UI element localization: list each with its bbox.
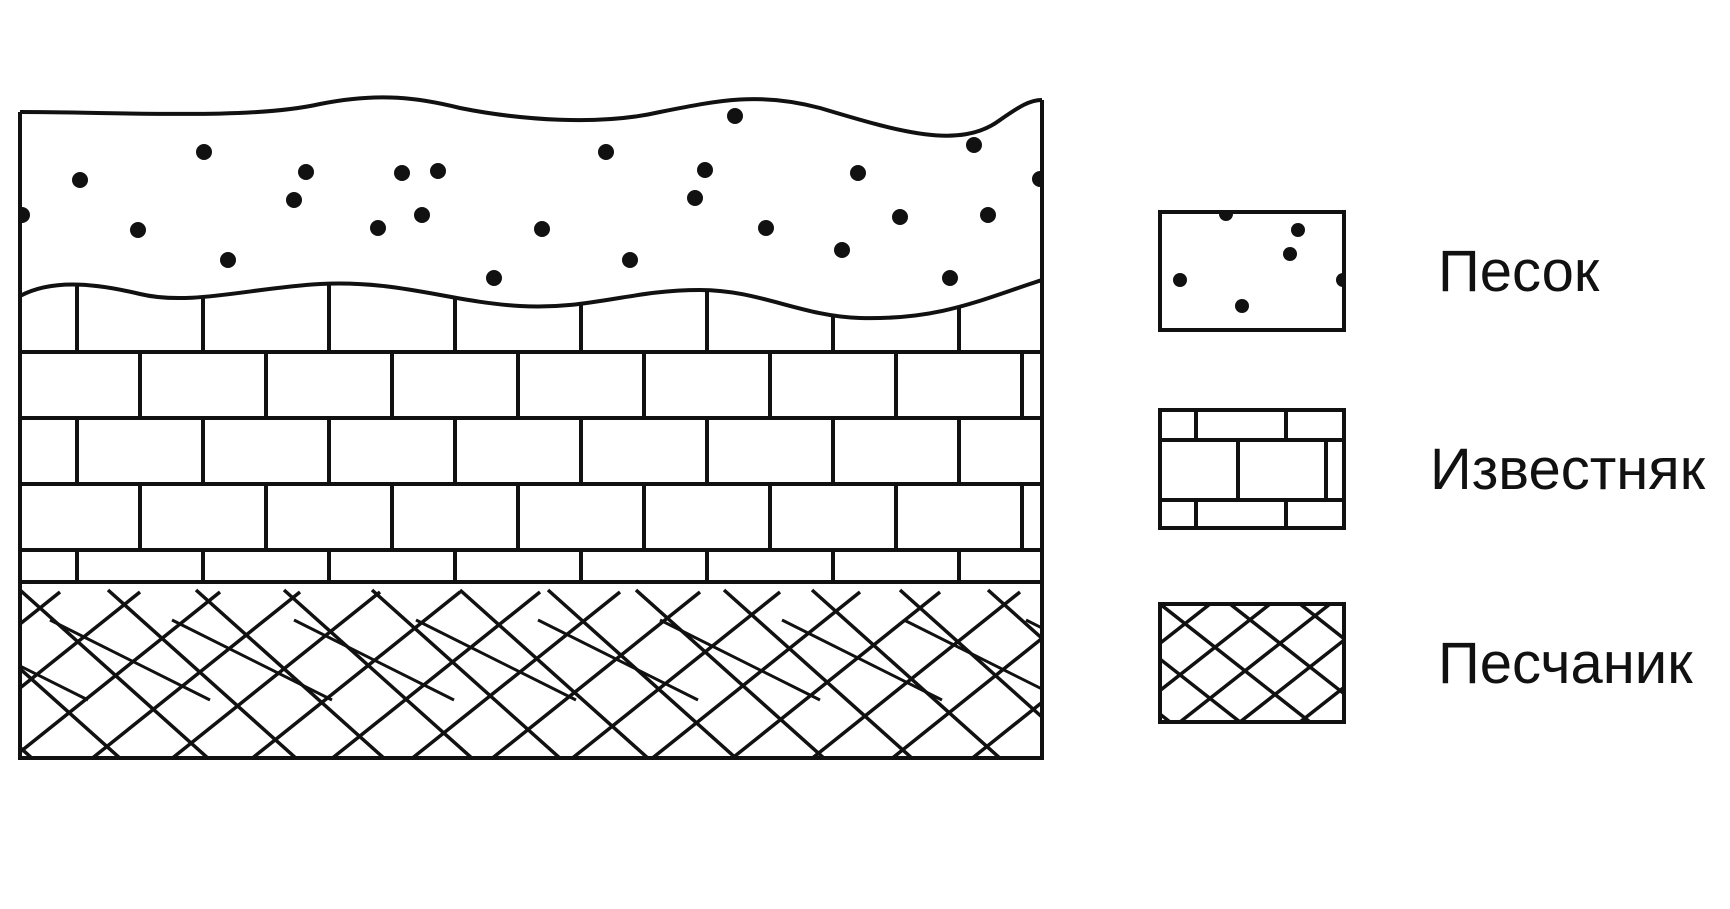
- sand-grain: [196, 144, 212, 160]
- sand-grain: [286, 192, 302, 208]
- sandstone-hatch-line: [969, 700, 1042, 758]
- sandstone-layer-pattern: [20, 588, 1260, 760]
- sand-grain: [942, 270, 958, 286]
- sandstone-hatch-line: [634, 588, 827, 758]
- cross-section: [18, 95, 1260, 760]
- sand-grain: [370, 220, 386, 236]
- legend-sandstone-hatch-line: [1238, 637, 1344, 722]
- sand-grain: [697, 162, 713, 178]
- sandstone-hatch-line: [20, 590, 62, 627]
- sand-grain: [534, 221, 550, 237]
- sand-grain: [394, 165, 410, 181]
- legend-swatch-sand: [1158, 210, 1346, 332]
- sandstone-hatch-line: [546, 588, 739, 758]
- legend-swatch-sand-pattern: [1173, 212, 1344, 313]
- sandstone-hatch-line: [781, 618, 943, 702]
- sand-grain: [130, 222, 146, 238]
- sand-grain: [430, 163, 446, 179]
- sand-grain: [834, 242, 850, 258]
- sandstone-hatch-line: [282, 588, 475, 758]
- sandstone-hatch-line: [89, 590, 302, 758]
- sandstone-hatch-line: [370, 588, 563, 758]
- legend-sandstone-hatch-line: [1160, 604, 1272, 693]
- sandstone-hatch-line: [49, 618, 211, 702]
- legend-swatch-limestone-pattern: [1160, 410, 1344, 528]
- sand-grain: [220, 252, 236, 268]
- legend-swatch-sandstone: [1158, 602, 1346, 724]
- sandstone-hatch-line: [169, 590, 382, 758]
- legend-label-sandstone: Песчаник: [1438, 631, 1693, 696]
- legend-swatch-limestone: [1158, 408, 1346, 530]
- legend-sand-grain: [1235, 299, 1249, 313]
- sandstone-hatch-line: [537, 618, 699, 702]
- legend-item-sandstone: Песчаник: [1158, 602, 1693, 724]
- sandstone-hatch-line: [659, 618, 821, 702]
- sand-grain: [486, 270, 502, 286]
- legend-sand-grain: [1173, 273, 1187, 287]
- sandstone-hatch-line: [194, 588, 387, 758]
- sand-grain: [298, 164, 314, 180]
- sandstone-hatch-line: [106, 588, 299, 758]
- sandstone-hatch-line: [171, 618, 333, 702]
- sandstone-hatch-line: [20, 666, 123, 758]
- sandstone-hatch-line: [458, 588, 651, 758]
- sand-grain: [598, 144, 614, 160]
- legend-swatch-sandstone-pattern: [1160, 604, 1344, 722]
- sand-grain: [980, 207, 996, 223]
- sandstone-hatch-line: [986, 588, 1042, 641]
- sand-grain: [758, 220, 774, 236]
- legend-sandstone-hatch-line: [1160, 604, 1312, 722]
- legend: Песок Известняк Песчаник: [1158, 210, 1706, 724]
- sandstone-hatch-line: [903, 618, 1042, 691]
- sand-grain: [966, 137, 982, 153]
- sandstone-hatch-line: [20, 590, 142, 691]
- sand-grain: [727, 108, 743, 124]
- legend-sand-grain: [1283, 247, 1297, 261]
- sand-layer-pattern: [20, 108, 1042, 286]
- sandstone-hatch-line: [409, 590, 622, 758]
- sandstone-hatch-line: [649, 590, 862, 758]
- sandstone-hatch-line: [489, 590, 702, 758]
- legend-label-limestone: Известняк: [1430, 437, 1706, 502]
- sandstone-hatch-line: [329, 590, 542, 758]
- sandstone-hatch-line: [1050, 592, 1260, 760]
- sand-grain: [414, 207, 430, 223]
- sandstone-hatch-line: [810, 588, 1003, 758]
- legend-item-sand: Песок: [1158, 210, 1600, 332]
- sand-grain: [892, 209, 908, 225]
- sandstone-hatch-line: [20, 590, 222, 755]
- legend-sandstone-hatch-line: [1178, 604, 1332, 722]
- sandstone-hatch-line: [889, 636, 1042, 758]
- legend-label-sand: Песок: [1438, 239, 1600, 304]
- sandstone-hatch-line: [20, 664, 89, 702]
- sand-grain: [687, 190, 703, 206]
- sandstone-hatch-line: [809, 590, 1022, 758]
- legend-sandstone-hatch-line: [1298, 685, 1344, 722]
- sandstone-hatch-line: [293, 618, 455, 702]
- sandstone-hatch-line: [415, 618, 577, 702]
- sand-top-boundary: [19, 95, 1043, 138]
- legend-item-limestone: Известняк: [1158, 408, 1706, 530]
- sand-grain: [72, 172, 88, 188]
- legend-sandstone-hatch-line: [1160, 656, 1242, 722]
- legend-sandstone-hatch-line: [1228, 604, 1344, 696]
- legend-sand-grain: [1219, 212, 1233, 221]
- legend-sandstone-hatch-line: [1298, 604, 1344, 641]
- sand-grain: [850, 165, 866, 181]
- sandstone-hatch-line: [249, 590, 462, 758]
- legend-sandstone-hatch-line: [1160, 604, 1212, 646]
- sandstone-hatch-line: [569, 590, 782, 758]
- limestone-layer-pattern: [20, 284, 1042, 582]
- legend-sand-grain: [1291, 223, 1305, 237]
- sand-grain: [622, 252, 638, 268]
- sand-limestone-boundary: [19, 278, 1043, 321]
- sandstone-hatch-line: [722, 588, 915, 758]
